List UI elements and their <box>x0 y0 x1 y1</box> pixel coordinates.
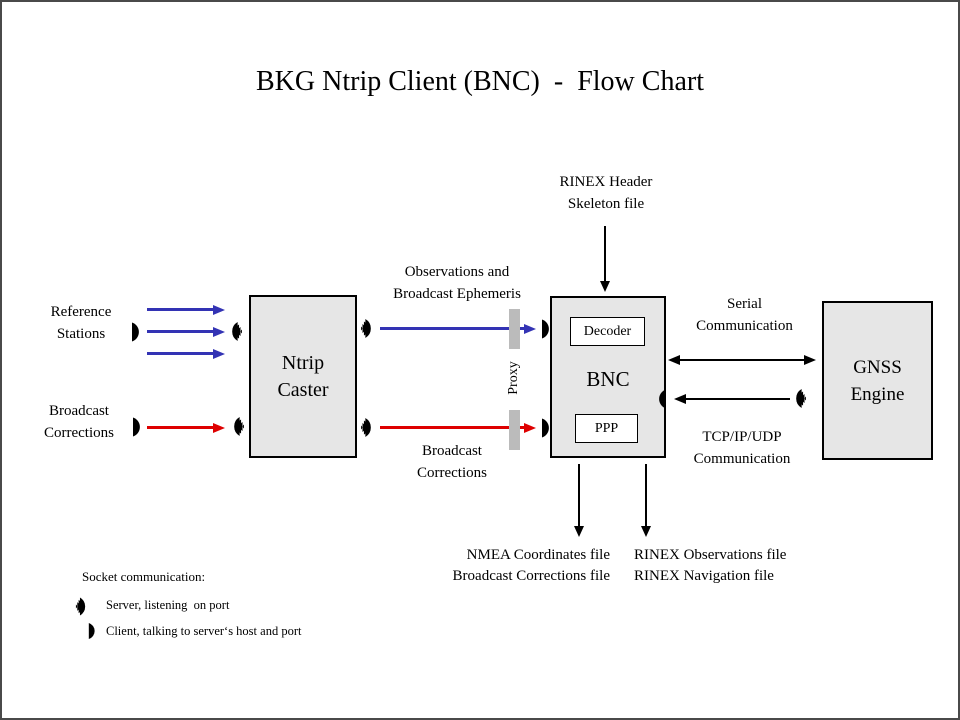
proxy-label: Proxy <box>506 361 521 395</box>
server-listening-icon <box>361 319 371 338</box>
arrow-tcp-line <box>686 398 790 400</box>
broadcast-corrections-flow-label: Broadcast Corrections <box>417 443 487 481</box>
tcpip-communication-label: TCP/IP/UDP Communication <box>693 429 791 467</box>
client-talking-icon <box>542 319 549 339</box>
reference-stations-label: Reference Stations <box>50 304 112 342</box>
server-listening-icon <box>232 322 242 341</box>
arrow-skeleton-line <box>604 226 606 281</box>
arrow-serial-head-right <box>804 355 816 365</box>
arrow-ref2-line <box>147 330 213 333</box>
proxy-bar-bottom <box>509 410 520 450</box>
client-talking-icon <box>659 389 666 409</box>
ppp-box: PPP <box>575 414 638 443</box>
proxy-bar-top <box>509 309 520 349</box>
arrow-corr-line <box>380 426 524 429</box>
legend-heading: Socket communication: <box>82 569 206 584</box>
arrow-skeleton-head <box>600 281 610 292</box>
client-talking-icon <box>132 322 139 342</box>
client-talking-icon <box>133 417 140 437</box>
observations-ephemeris-label: Observations and Broadcast Ephemeris <box>393 264 521 302</box>
server-listening-icon <box>75 597 86 616</box>
serial-communication-label: Serial Communication <box>696 296 793 334</box>
gnss-engine-node: GNSS Engine <box>822 301 933 460</box>
arrow-obs-head <box>524 324 536 334</box>
arrow-nmea-head <box>574 526 584 537</box>
arrow-ref3-head <box>213 349 225 359</box>
arrow-obs-line <box>380 327 524 330</box>
client-talking-icon <box>88 622 95 640</box>
arrow-ref2-head <box>213 327 225 337</box>
nmea-output-label: NMEA Coordinates file Broadcast Correcti… <box>452 547 610 584</box>
arrow-serial-line <box>680 359 804 361</box>
legend-client-item: Client, talking to server‘s host and por… <box>106 624 302 638</box>
bnc-label: BNC <box>586 367 630 391</box>
server-listening-icon <box>234 417 244 436</box>
arrow-serial-head-left <box>668 355 680 365</box>
ntrip-caster-node: Ntrip Caster <box>249 295 357 458</box>
arrow-corr-head <box>524 423 536 433</box>
arrow-bcast-line <box>147 426 213 429</box>
arrow-rinex-line <box>645 464 647 526</box>
arrow-bcast-head <box>213 423 225 433</box>
server-listening-icon <box>361 418 371 437</box>
arrow-nmea-line <box>578 464 580 526</box>
arrow-tcp-head <box>674 394 686 404</box>
broadcast-corrections-source-label: Broadcast Corrections <box>44 403 114 441</box>
rinex-output-label: RINEX Observations file RINEX Navigation… <box>634 547 787 584</box>
decoder-box: Decoder <box>570 317 645 346</box>
arrow-ref3-line <box>147 352 213 355</box>
server-listening-icon <box>796 389 806 408</box>
client-talking-icon <box>542 418 549 438</box>
arrow-ref1-line <box>147 308 213 311</box>
rinex-header-skeleton-label: RINEX Header Skeleton file <box>559 174 653 212</box>
arrow-ref1-head <box>213 305 225 315</box>
arrow-rinex-head <box>641 526 651 537</box>
legend-server-item: Server, listening on port <box>106 598 230 612</box>
page-title: BKG Ntrip Client (BNC) - Flow Chart <box>256 66 704 97</box>
